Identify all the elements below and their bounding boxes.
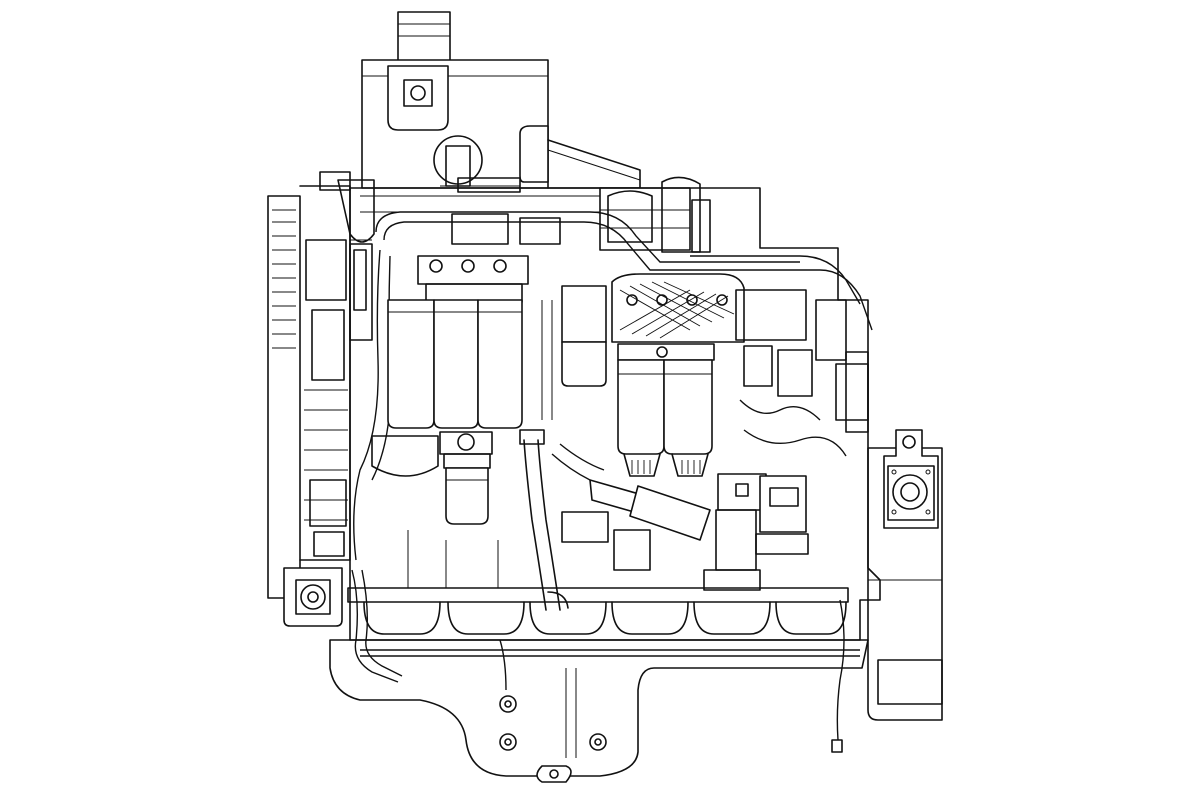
fuel-injection-pump (612, 274, 744, 342)
intake-port (434, 136, 520, 192)
oil-filter (444, 454, 490, 524)
oil-pan (330, 640, 868, 782)
turbocharger (520, 126, 710, 252)
front-mount-bracket (284, 568, 342, 626)
wiring-harness (352, 570, 860, 752)
right-side-components (736, 290, 868, 456)
dipstick-tube (520, 430, 568, 610)
fuel-filter-module (372, 256, 528, 476)
manifold-piping (552, 444, 710, 570)
front-accessory-drive (268, 172, 374, 598)
secondary-filter (542, 286, 606, 420)
air-intake-duct (362, 12, 548, 188)
rear-mount (884, 430, 938, 528)
engine-control-module (704, 474, 808, 590)
crankcase (348, 530, 848, 634)
flywheel-housing (868, 448, 942, 720)
fuel-water-separator (618, 344, 714, 476)
